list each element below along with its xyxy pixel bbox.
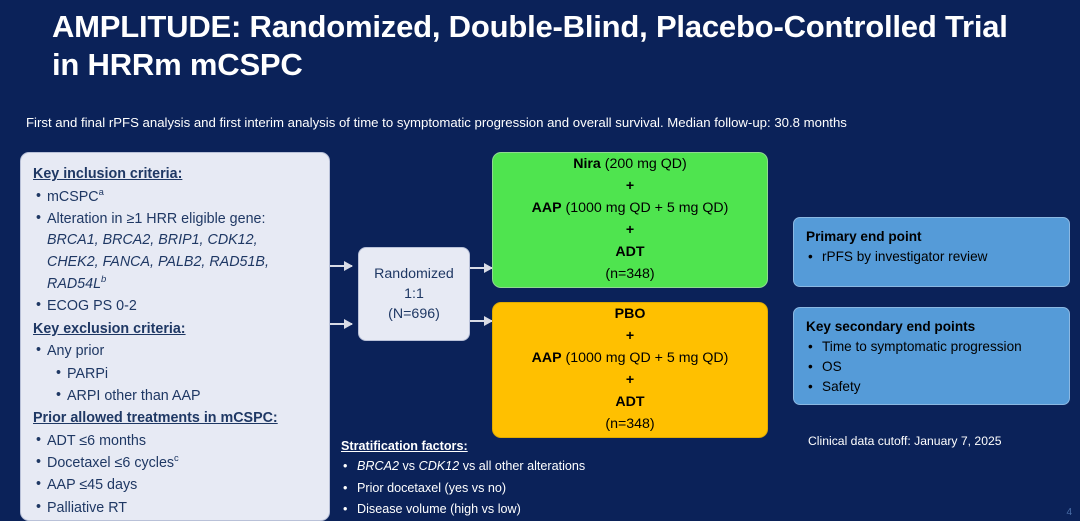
inclusion-item-mcspc: mCSPCa: [33, 185, 319, 208]
page-title: AMPLITUDE: Randomized, Double-Blind, Pla…: [52, 9, 1008, 82]
stratification-item-genes: BRCA2 vs CDK12 vs all other alterations: [341, 456, 771, 477]
criteria-panel: Key inclusion criteria: mCSPCa Alteratio…: [20, 152, 330, 521]
nira-aap-line: AAP (1000 mg QD + 5 mg QD): [532, 198, 729, 220]
prior-item-aap: AAP ≤45 days: [33, 473, 319, 496]
pbo-drug-name: PBO: [614, 306, 646, 323]
prior-item-adt: ADT ≤6 months: [33, 429, 319, 452]
pbo-aap-line: AAP (1000 mg QD + 5 mg QD): [532, 348, 729, 370]
footnote-marker-b: b: [101, 272, 107, 284]
pbo-drug-line: PBO: [615, 304, 646, 326]
randomization-box: Randomized 1:1 (N=696): [358, 247, 470, 341]
nira-aap-dose: (1000 mg QD + 5 mg QD): [561, 200, 729, 217]
stratification-gene-cdk12: CDK12: [418, 459, 460, 474]
exclusion-criteria-heading: Key exclusion criteria:: [33, 320, 186, 337]
randomization-label: Randomized: [374, 265, 454, 282]
stratification-item-genes-mid: vs: [399, 459, 419, 474]
inclusion-criteria-heading: Key inclusion criteria:: [33, 166, 183, 182]
secondary-endpoint-item-tsp: Time to symptomatic progression: [806, 337, 1058, 357]
footnote-marker-c: c: [174, 452, 179, 464]
randomization-ratio: 1:1: [404, 285, 424, 302]
pbo-plus-2: +: [625, 372, 635, 388]
stratification-gene-brca2: BRCA2: [357, 459, 399, 474]
exclusion-item-arpi: ARPI other than AAP: [33, 384, 319, 407]
prior-item-docetaxel: Docetaxel ≤6 cyclesc: [33, 451, 319, 474]
primary-endpoint-heading: Primary end point: [806, 229, 922, 244]
arrow-to-pbo-arm: [470, 316, 493, 326]
gene-list-line-3-label: RAD54L: [47, 275, 102, 292]
nira-plus-2: +: [625, 222, 635, 238]
pbo-aap-dose: (1000 mg QD + 5 mg QD): [561, 350, 729, 367]
inclusion-item-mcspc-label: mCSPC: [47, 188, 99, 205]
secondary-endpoint-item-safety: Safety: [806, 377, 1058, 397]
stratification-heading: Stratification factors:: [341, 439, 468, 453]
page-subtitle: First and final rPFS analysis and first …: [26, 115, 847, 130]
prior-treatments-heading: Prior allowed treatments in mCSPC:: [33, 410, 278, 427]
treatment-arm-nira: Nira (200 mg QD) + AAP (1000 mg QD + 5 m…: [492, 152, 768, 288]
stratification-factors: Stratification factors: BRCA2 vs CDK12 v…: [341, 436, 771, 520]
data-cutoff-note: Clinical data cutoff: January 7, 2025: [808, 434, 1002, 448]
nira-aap-name: AAP: [531, 200, 562, 217]
primary-endpoint-item-rpfs: rPFS by investigator review: [806, 247, 1058, 267]
arrow-into-randomization-bottom: [330, 319, 353, 329]
exclusion-item-parpi: PARPi: [33, 361, 319, 385]
inclusion-item-ecog: ECOG PS 0-2: [33, 294, 319, 317]
stratification-item-disease-volume: Disease volume (high vs low): [341, 499, 771, 520]
secondary-endpoints-heading: Key secondary end points: [806, 319, 976, 334]
stratification-item-docetaxel: Prior docetaxel (yes vs no): [341, 478, 771, 499]
secondary-endpoints-box: Key secondary end points Time to symptom…: [793, 307, 1070, 405]
page-number: 4: [1066, 507, 1072, 518]
footnote-marker-a: a: [98, 185, 104, 197]
primary-endpoint-box: Primary end point rPFS by investigator r…: [793, 217, 1070, 287]
randomization-total: (N=696): [388, 306, 440, 323]
nira-drug-dose: (200 mg QD): [600, 156, 687, 173]
gene-list-line-2: CHEK2, FANCA, PALB2, RAD51B,: [47, 253, 269, 270]
exclusion-item-any-prior: Any prior: [33, 339, 319, 362]
gene-list-line-3: RAD54Lb: [33, 274, 319, 296]
prior-item-palliative-rt: Palliative RT: [33, 496, 319, 519]
inclusion-item-alteration: Alteration in ≥1 HRR eligible gene:: [33, 207, 319, 230]
gene-list-line-1: BRCA1, BRCA2, BRIP1, CDK12,: [47, 232, 258, 249]
pbo-adt-name: ADT: [615, 393, 645, 410]
pbo-plus-1: +: [625, 328, 635, 345]
secondary-endpoint-item-os: OS: [806, 357, 1058, 377]
pbo-arm-n: (n=348): [605, 415, 655, 432]
treatment-arm-pbo: PBO + AAP (1000 mg QD + 5 mg QD) + ADT (…: [492, 302, 768, 438]
arrow-into-randomization-top: [330, 261, 353, 271]
pbo-aap-name: AAP: [531, 350, 562, 367]
arrow-to-nira-arm: [470, 263, 493, 273]
pbo-adt-line: ADT: [615, 392, 644, 414]
nira-arm-n: (n=348): [605, 265, 655, 282]
stratification-item-genes-tail: vs all other alterations: [459, 459, 586, 474]
nira-drug-line: Nira (200 mg QD): [573, 154, 687, 176]
nira-drug-name: Nira: [573, 156, 601, 173]
nira-adt-line: ADT: [615, 242, 644, 264]
prior-item-docetaxel-label: Docetaxel ≤6 cycles: [47, 454, 175, 471]
nira-adt-name: ADT: [615, 243, 645, 260]
nira-plus-1: +: [625, 178, 635, 195]
